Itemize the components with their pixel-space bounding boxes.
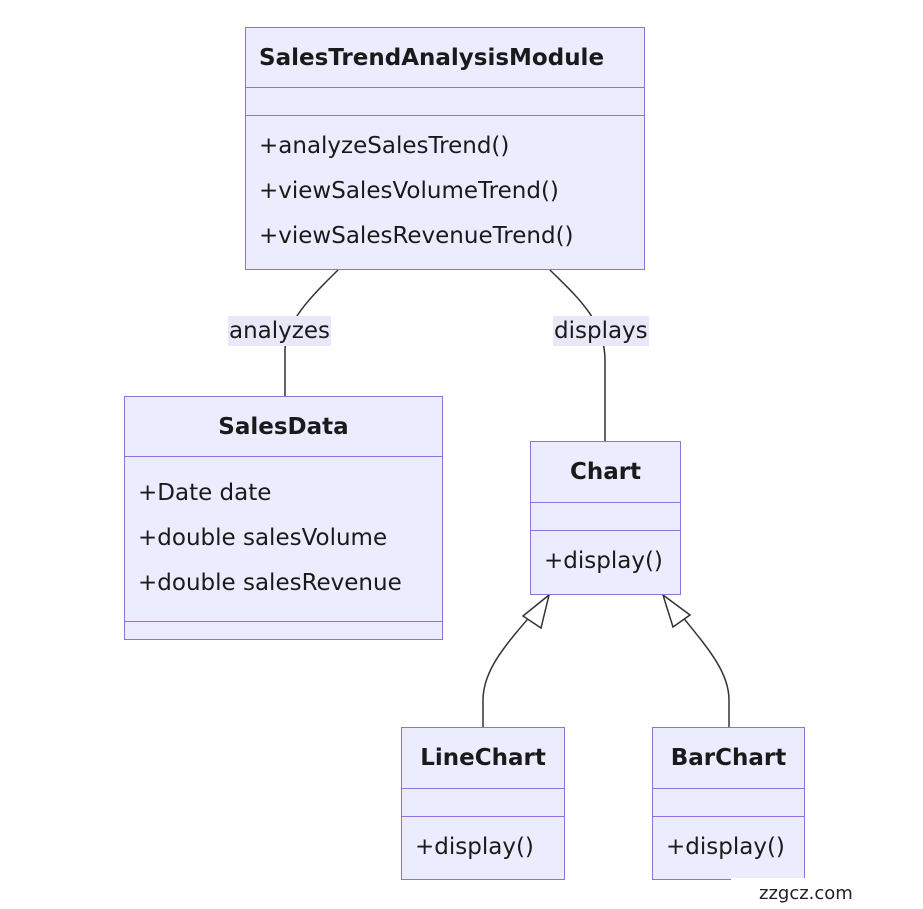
- method: +analyzeSalesTrend(): [259, 133, 510, 159]
- label-analyzes: analyzes: [228, 316, 331, 346]
- attribute: +double salesVolume: [138, 525, 388, 551]
- watermark-text: zzgcz.com: [731, 878, 923, 909]
- class-name: LineChart: [420, 745, 546, 771]
- class-chart[interactable]: Chart +display(): [530, 441, 681, 595]
- inheritance-arrowhead-left: [521, 593, 551, 630]
- edge-barchart-inherits-chart: [672, 604, 730, 728]
- label-displays: displays: [553, 316, 649, 346]
- class-name: SalesData: [218, 413, 349, 440]
- class-bar-chart[interactable]: BarChart +display(): [652, 727, 805, 880]
- inheritance-arrowhead-right: [661, 593, 692, 629]
- edge-linechart-inherits-chart: [482, 604, 541, 728]
- method: +display(): [415, 834, 534, 860]
- methods-section: +display(): [531, 530, 680, 584]
- edge-displays: [549, 269, 606, 442]
- class-name: SalesTrendAnalysisModule: [259, 44, 605, 71]
- method: +viewSalesVolumeTrend(): [259, 178, 559, 204]
- edge-analyzes: [284, 269, 339, 397]
- methods-section: +analyzeSalesTrend() +viewSalesVolumeTre…: [246, 115, 644, 259]
- class-line-chart[interactable]: LineChart +display(): [401, 727, 565, 880]
- attributes-section: [531, 502, 680, 530]
- class-sales-data[interactable]: SalesData +Date date +double salesVolume…: [124, 396, 443, 640]
- method: +display(): [544, 548, 663, 574]
- attributes-section: [653, 788, 804, 816]
- attribute: +double salesRevenue: [138, 570, 402, 596]
- class-name: Chart: [569, 459, 642, 485]
- methods-section: +display(): [653, 816, 804, 870]
- methods-section: [125, 621, 442, 638]
- method: +display(): [666, 834, 785, 860]
- class-name: BarChart: [670, 745, 787, 771]
- method: +viewSalesRevenueTrend(): [259, 223, 574, 249]
- methods-section: +display(): [402, 816, 564, 870]
- attributes-section: [246, 87, 644, 115]
- attribute: +Date date: [138, 480, 272, 506]
- attributes-section: +Date date +double salesVolume +double s…: [125, 456, 442, 621]
- class-sales-trend-analysis-module[interactable]: SalesTrendAnalysisModule +analyzeSalesTr…: [245, 27, 645, 270]
- attributes-section: [402, 788, 564, 816]
